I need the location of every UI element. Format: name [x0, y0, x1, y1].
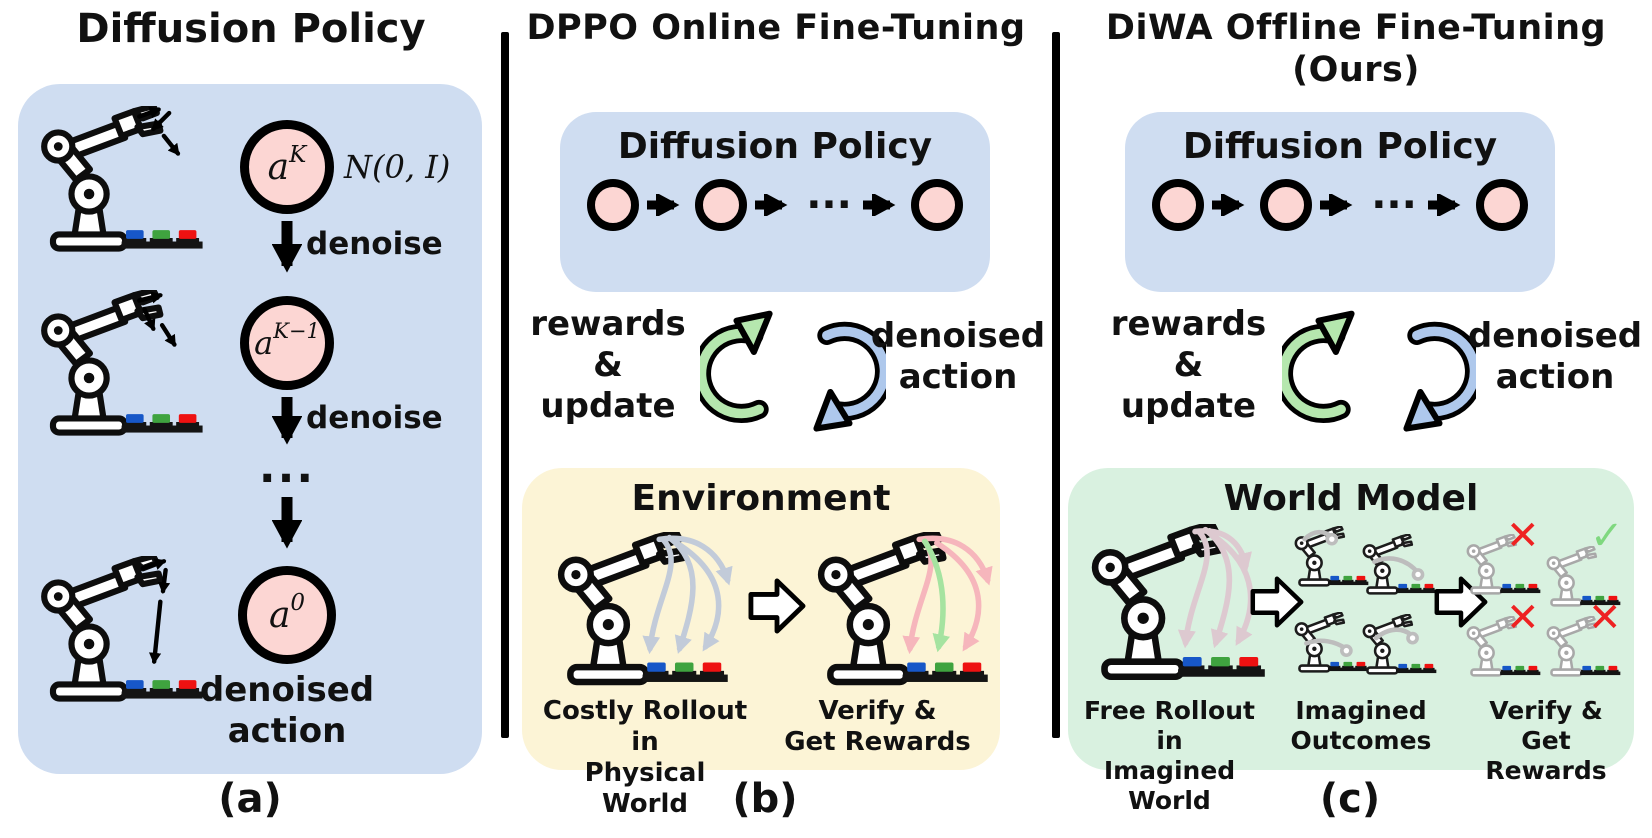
panel-a-title: Diffusion Policy	[76, 6, 426, 52]
chain-node	[910, 179, 963, 231]
chain-arrow-icon	[1320, 194, 1353, 216]
motion-arrows	[137, 106, 181, 156]
panel-a-label: (a)	[218, 776, 282, 822]
denoise-label: denoise	[306, 226, 443, 262]
reward-trajectories	[902, 535, 993, 655]
world-model-title: World Model	[1223, 478, 1479, 519]
denoised-action-caption: denoised action	[199, 670, 375, 751]
robot-arm-icon	[30, 556, 203, 710]
chain-node	[587, 179, 640, 231]
policy-box-title: Diffusion Policy	[1182, 126, 1498, 167]
verify-rewards-caption: Verify & Get Rewards	[784, 696, 971, 757]
diffusion-policy-box: Diffusion Policy ···	[560, 112, 990, 292]
robot-arm-icon	[546, 532, 733, 694]
rewards-update-label: rewards & update	[530, 304, 686, 426]
imagined-robot-icon	[1358, 614, 1438, 684]
denoising-chain: ···	[1125, 179, 1555, 231]
rewards-update-label: rewards & update	[1110, 304, 1267, 426]
ellipsis-label: ...	[258, 442, 316, 493]
diffusion-policy-box: Diffusion Policy ···	[1125, 112, 1555, 292]
denoised-action-label: denoised action	[1467, 316, 1643, 397]
panel-c-title: DiWA Offline Fine-Tuning	[1105, 8, 1607, 48]
chain-arrow-icon	[1212, 194, 1245, 216]
panel-b-label: (b)	[732, 776, 798, 822]
transition-arrow-icon	[748, 578, 806, 634]
gaussian-noise-label: N(0, I)	[344, 148, 451, 186]
success-mark: ✓	[1590, 513, 1624, 559]
imagined-robot-icon	[1358, 534, 1438, 604]
chain-arrow-icon	[862, 194, 896, 216]
failure-mark: ✕	[1506, 595, 1540, 641]
policy-box-title: Diffusion Policy	[617, 126, 933, 167]
chain-arrow-icon	[1427, 194, 1461, 216]
imagined-trajectories	[1177, 526, 1254, 649]
chain-node	[1152, 179, 1205, 231]
free-rollout-caption: Free Rollout in Imagined World	[1084, 696, 1255, 815]
motion-arrows	[140, 558, 171, 665]
rollout-trajectories	[642, 534, 733, 655]
denoised-action-label: denoised action	[870, 316, 1046, 397]
action-cycle-arrow-icon	[1403, 321, 1476, 432]
costly-rollout-caption: Costly Rollout in Physical World	[542, 696, 748, 819]
denoise-label: denoise	[306, 400, 443, 436]
chain-ellipsis: ···	[806, 182, 852, 228]
motion-arrows	[137, 291, 177, 347]
imagined-robot-icon	[1290, 526, 1370, 596]
panel-divider	[501, 32, 509, 738]
panel-b-title: DPPO Online Fine-Tuning	[526, 8, 1026, 48]
panel-divider	[1052, 32, 1060, 738]
chain-node	[695, 179, 748, 231]
panel-c-subtitle: (Ours)	[1292, 50, 1420, 90]
chain-ellipsis: ···	[1371, 182, 1417, 228]
denoise-arrow-icon	[272, 497, 302, 549]
chain-node	[1475, 179, 1528, 231]
failure-mark: ✕	[1588, 595, 1622, 641]
update-cycle-arrow-icon	[700, 310, 773, 423]
failure-mark: ✕	[1506, 513, 1540, 559]
denoise-arrow-icon	[272, 397, 302, 445]
environment-title: Environment	[631, 478, 891, 519]
diffusion-node-aK1: aK−1	[240, 296, 334, 390]
update-cycle-arrow-icon	[1282, 310, 1355, 423]
diffusion-node-aK: aK	[240, 120, 334, 214]
chain-arrow-icon	[647, 194, 680, 216]
panel-c-label: (c)	[1319, 776, 1381, 822]
diffusion-node-a0: a0	[238, 566, 336, 664]
denoising-chain: ···	[560, 179, 990, 231]
imagined-robot-icon	[1290, 612, 1370, 682]
robot-arm-icon	[806, 532, 993, 694]
denoise-arrow-icon	[272, 221, 302, 273]
chain-node	[1260, 179, 1313, 231]
imagined-outcomes-caption: Imagined Outcomes	[1290, 696, 1432, 755]
robot-arm-icon	[30, 106, 203, 260]
action-cycle-arrow-icon	[813, 321, 886, 432]
robot-arm-icon	[1080, 524, 1265, 689]
verify-rewards-caption: Verify & Get Rewards	[1485, 696, 1607, 785]
chain-arrow-icon	[755, 194, 788, 216]
robot-arm-icon	[30, 290, 203, 444]
